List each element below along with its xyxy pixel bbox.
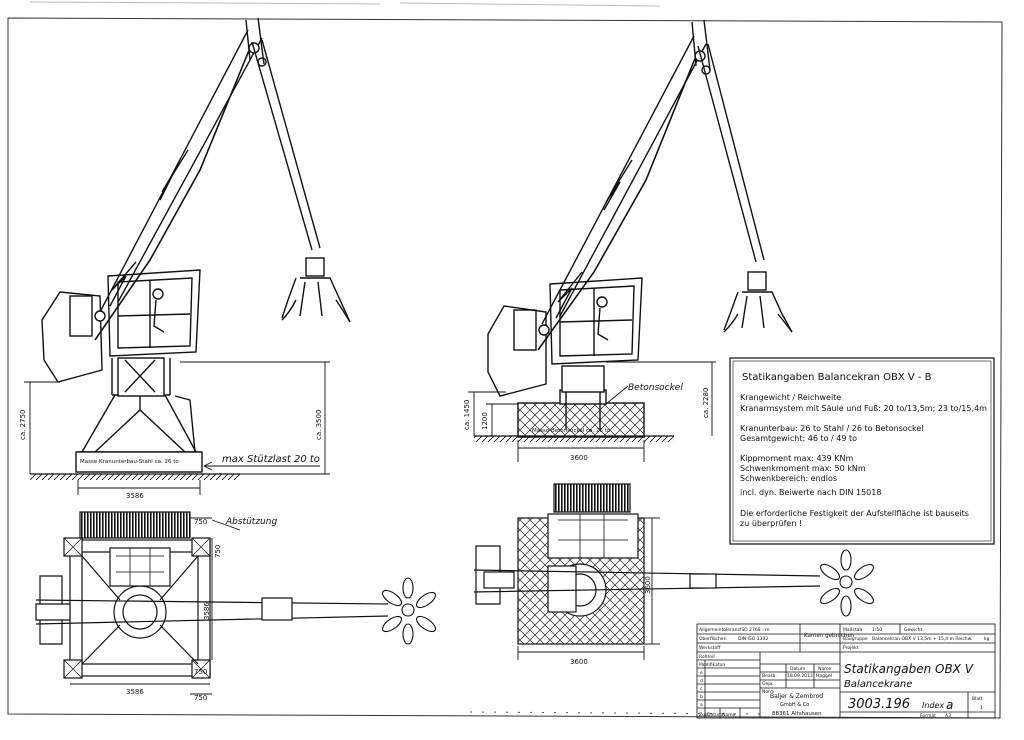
tb-group-label: Baugruppe [843, 636, 868, 642]
tb-name-title: Statikangaben OBX V [844, 662, 974, 676]
tb-weight-label: Gewicht [904, 627, 923, 633]
info-line-9: Die erforderliche Festigkeit der Aufstel… [740, 509, 969, 518]
concrete-base-label: Betonsockel [628, 383, 683, 393]
right-dimension-labels: ca. 1450 1200 ca. 2280 3600 Masse Betons… [463, 383, 710, 462]
tb-datum-label: Datum [707, 712, 722, 718]
info-line-7: Schwenkbereich: endlos [740, 474, 837, 483]
tb-group-value: Balancekran OBX V 13,5m + 15,4 m Reichw. [872, 636, 972, 642]
info-box-title: Statikangaben Balancekran OBX V - B [742, 372, 932, 383]
info-line-6: Schwenkmoment max: 50 kNm [740, 464, 866, 473]
tb-zust-label: Zust [699, 712, 709, 718]
tb-company-1: Baljer & Zembrod [770, 693, 823, 700]
tb-rev-a: a [700, 703, 703, 708]
tb-drawn-date: 18.09.2013 [787, 673, 813, 679]
tb-rev-e: e [700, 671, 703, 676]
tb-material-label: Werkstoff [699, 645, 721, 651]
right-plan-grab [819, 549, 875, 617]
tb-company-3: 88361 Altshausen [772, 711, 822, 717]
sheet-frame [7, 1, 1003, 719]
left-dimensions [24, 361, 330, 495]
tb-norm-label: Norm [762, 689, 774, 695]
dim-height-2750: ca. 2750 [19, 410, 27, 440]
left-dimension-labels: ca. 2750 ca. 3500 3586 Masse Kranunterba… [19, 410, 323, 500]
right-plan-dimensions [517, 517, 660, 660]
info-line-5: Kippmoment max: 439 KNm [740, 454, 853, 463]
tb-rev-d: d [700, 678, 703, 684]
tb-general-tol-value: ISO 2768 - m [740, 627, 769, 633]
dim-height-1450: ca. 1450 [463, 400, 471, 430]
right-crane-elevation [474, 19, 793, 442]
tb-weight-unit: kg [984, 636, 990, 642]
left-plan-dimension-labels: 750 750 3586 3586 750 750 Abstützung [126, 517, 277, 702]
static-data-box: Statikangaben Balancekran OBX V - B Kran… [729, 357, 995, 545]
left-crane-elevation [30, 17, 351, 480]
tb-rev-c: c [700, 687, 703, 692]
info-line-10: zu überprüfen ! [740, 519, 802, 528]
dim-height-2280: ca. 2280 [702, 388, 710, 418]
tb-surface-label: Oberflächen [699, 636, 727, 642]
plan-dim-750-top: 750 [194, 518, 207, 526]
title-block: Allgemeintoleranz ISO 2768 - m Oberfläch… [696, 623, 996, 719]
tb-index-value: a [946, 698, 953, 712]
left-plan-dimensions [70, 517, 241, 695]
dim-height-3500: ca. 3500 [315, 410, 323, 440]
tb-sheet-label: Blatt [972, 696, 983, 702]
tb-scale-label: Maßstab [843, 627, 862, 633]
plan-dim-width-3600: 3600 [570, 658, 588, 666]
max-support-load-label: max Stützlast 20 to [222, 454, 320, 465]
tb-company-2: GmbH & Co [780, 702, 809, 708]
right-dimensions [468, 361, 716, 462]
plan-dim-750-bottom2: 750 [194, 694, 207, 702]
tb-checked-label: Gepr. [762, 681, 774, 687]
dim-width-3586: 3586 [126, 492, 144, 500]
left-plan-view [35, 511, 389, 679]
plan-dim-width-3586: 3586 [126, 688, 144, 696]
tb-drawing-number: 3003.196 [848, 697, 910, 712]
tb-name-label: Name [722, 712, 736, 718]
tb-index-label: Index [922, 701, 944, 710]
left-plan-grab [381, 577, 437, 645]
tb-name-head: Name [818, 666, 832, 672]
right-plan-view [473, 483, 821, 645]
tb-rev-label: Modifikaton [699, 662, 725, 668]
outrigger-label: Abstützung [225, 517, 277, 527]
tb-format-label: Format [920, 713, 936, 719]
mass-right-label: Masse Betonsockel ca. 26 to [532, 428, 611, 434]
tb-drawn-label: Bearb. [762, 673, 777, 679]
info-line-2: Kranarmsystem mit Säule und Fuß: 20 to/1… [740, 404, 987, 413]
dim-width-3600: 3600 [570, 454, 588, 462]
tb-edges: Kanten gebrochen [804, 633, 855, 639]
tb-rawpart-label: Rohteil [699, 654, 715, 660]
right-plan-dimension-labels: 3600 3600 [570, 576, 652, 666]
tb-general-tol-label: Allgemeintoleranz [699, 627, 740, 633]
info-line-4: Gesamtgewicht: 46 to / 49 to [740, 434, 857, 443]
tb-sheet-value: 1 [980, 705, 983, 711]
tb-date-head: Datum [790, 666, 805, 672]
plan-dim-750-bottom: 750 [194, 668, 207, 676]
tb-drawn-name: Haggel [816, 673, 832, 679]
plan-dim-750-side: 750 [214, 545, 222, 558]
dim-height-1200: 1200 [481, 412, 489, 430]
info-line-8: incl. dyn. Beiwerte nach DIN 15018 [740, 488, 881, 497]
info-line-1: Krangewicht / Reichweite [740, 393, 841, 402]
tb-project-label: Projekt [843, 645, 859, 651]
tb-scale-value: 1:50 [872, 627, 882, 633]
tb-rev-b: b [700, 694, 703, 700]
tb-surface-value: DIN ISO 1302 [738, 636, 768, 642]
tb-format-value: A3 [945, 713, 951, 719]
mass-left-label: Masse Kranunterbau-Stahl ca. 26 to [80, 459, 179, 465]
plan-dim-3600-vertical: 3600 [644, 576, 652, 594]
info-line-3: Kranunterbau: 26 to Stahl / 26 to Betons… [740, 424, 924, 433]
plan-dim-3586-vertical: 3586 [203, 602, 211, 620]
tb-name-sub: Balancekrane [844, 679, 912, 690]
